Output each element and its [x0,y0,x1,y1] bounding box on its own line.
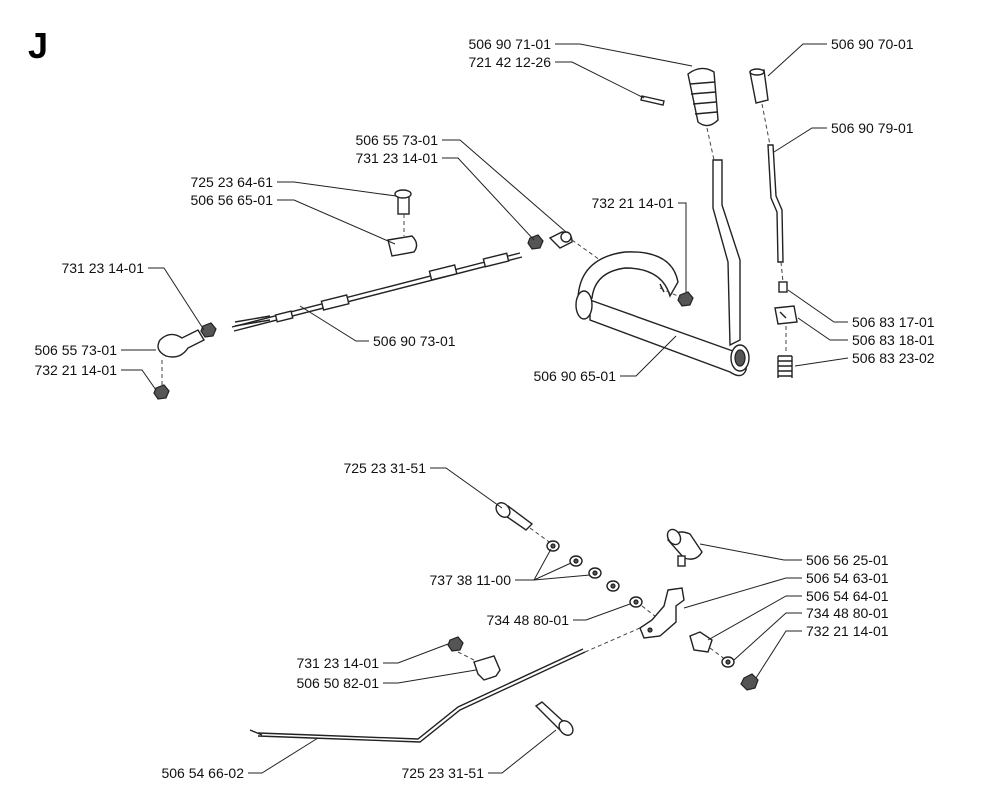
part-number-label: 506 90 79-01 [831,120,914,136]
axis-line [529,527,553,545]
nut-upper [527,234,544,250]
axis-line [706,127,715,161]
handle-grip [687,67,719,127]
axis-line [761,103,771,146]
lock-rod [767,144,784,263]
part-number-label: 731 23 14-01 [61,260,144,276]
throttle-cable [231,252,523,332]
part-number-label: 506 54 63-01 [806,570,889,586]
part-number-label: 506 54 64-01 [806,588,889,604]
screw-lower [534,701,574,736]
part-number-label: 732 21 14-01 [591,195,674,211]
part-number-label: 737 38 11-00 [430,572,512,588]
part-number-label: 506 54 66-02 [161,765,244,781]
part-number-label: 731 23 14-01 [355,150,438,166]
lever-pipe [575,251,750,377]
part-number-label: 725 23 31-51 [343,460,426,476]
pipe-nut [677,291,694,307]
lock-plate [774,305,798,325]
part-number-label: 734 48 80-01 [486,612,569,628]
part-number-label: 506 50 82-01 [296,675,379,691]
spring [777,355,793,378]
part-number-label: 506 83 23-02 [852,350,935,366]
leader-lines [121,43,849,774]
part-number-label: 734 48 80-01 [806,605,889,621]
part-number-label: 506 90 65-01 [533,368,616,384]
part-number-label: 732 21 14-01 [34,362,117,378]
lever-arm [712,159,741,347]
part-number-label: 506 56 65-01 [190,192,273,208]
axis-line [780,261,784,283]
lever-knob [666,528,703,567]
small-pin [778,281,788,293]
lever-bracket [639,587,685,639]
part-number-label: 506 55 73-01 [355,132,438,148]
part-number-label: 506 90 71-01 [468,36,551,52]
part-number-label: 721 42 12-26 [468,54,551,70]
part-labels: 506 90 71-01 721 42 12-26 506 90 70-01 5… [34,36,934,781]
nut-cable [447,636,464,652]
part-number-label: 725 23 31-51 [401,765,484,781]
part-number-label: 506 90 73-01 [373,333,456,349]
part-number-label: 732 21 14-01 [806,623,889,639]
washers [546,540,643,608]
part-number-label: 506 90 70-01 [831,36,914,52]
ball-joint-upper [548,231,573,249]
lock-pin [749,68,769,104]
axis-line [457,651,475,661]
part-number-label: 506 83 18-01 [852,332,935,348]
part-number-label: 725 23 64-61 [190,174,273,190]
cable-bracket [473,655,501,681]
part-number-label: 506 83 17-01 [852,314,935,330]
washer-lower [721,656,735,668]
lower-cable [249,627,641,743]
part-number-label: 506 55 73-01 [34,342,117,358]
nut-lower-2 [153,384,170,400]
nut-lower-1 [200,322,217,338]
part-number-label: 506 56 25-01 [806,552,889,568]
axis-line [641,605,661,621]
section-letter: J [28,25,48,66]
screw-upper [495,502,534,531]
bushing [689,631,713,653]
axis-line [571,239,601,261]
nut-bracket [740,673,759,691]
roll-pin [640,95,665,106]
part-number-label: 731 23 14-01 [296,655,379,671]
ball-joint-lower [157,329,205,358]
cable-clamp [387,189,418,257]
